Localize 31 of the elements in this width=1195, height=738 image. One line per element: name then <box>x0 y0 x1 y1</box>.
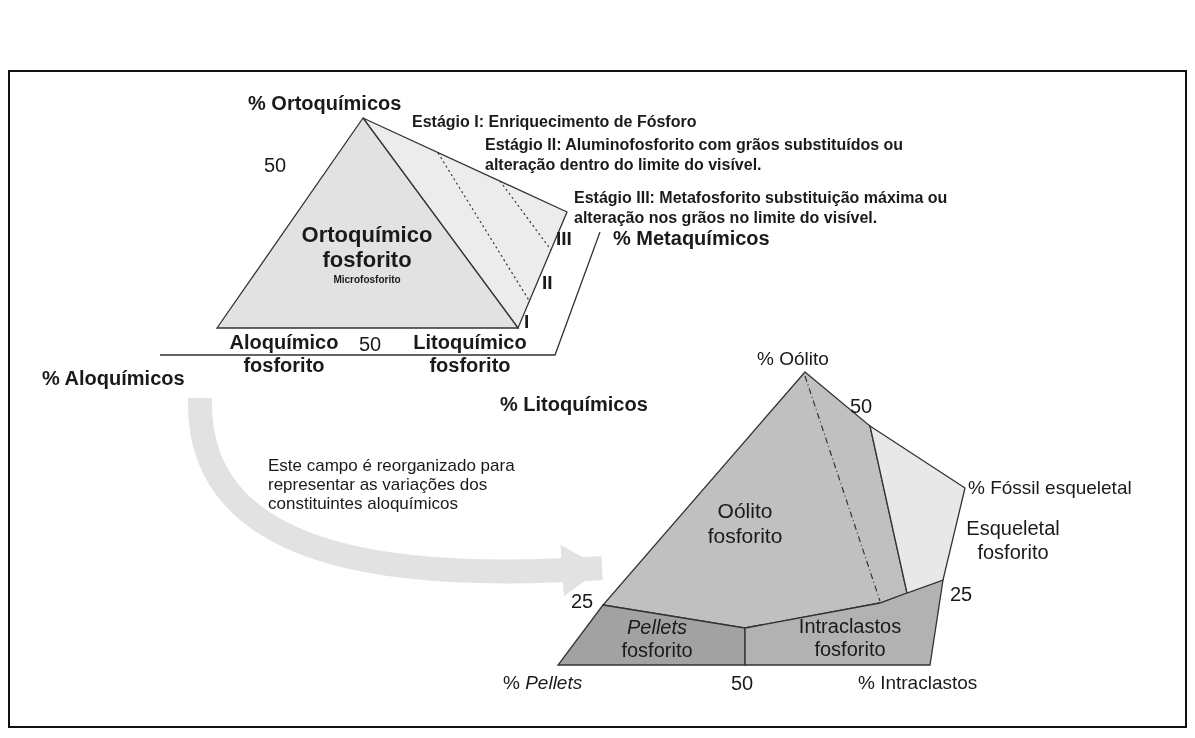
note-text: Este campo é reorganizado para representar as variações dos constituintes aloquímicos <box>268 456 516 513</box>
stage-numeral: III <box>556 228 572 250</box>
field-label: Esqueletal fosforito <box>965 516 1061 564</box>
axis-label: Estágio II: Aluminofosforito com grãos substituídos ou alteração dentro do limite do visível. <box>485 135 905 175</box>
axis-label: Aloquímico fosforito <box>228 331 340 377</box>
axis-label: % Fóssil esqueletal <box>968 477 1132 499</box>
axis-label: % Aloquímicos <box>42 367 185 390</box>
field-label: Pellets fosforito <box>620 616 694 662</box>
field-label: Microfosforito <box>332 274 402 286</box>
tick-value: 25 <box>950 583 973 606</box>
stage-numeral: I <box>524 311 530 333</box>
tick-value: 50 <box>359 333 382 356</box>
axis-label: % Oólito <box>757 348 829 370</box>
axis-label: Estágio III: Metafosforito substituição máxima ou alteração nos grãos no limite do visível. <box>574 188 949 228</box>
axis-label: % Litoquímicos <box>500 393 648 416</box>
axis-label: % Intraclastos <box>858 672 978 694</box>
tick-value: 50 <box>264 154 287 177</box>
curved-arrow <box>188 397 603 597</box>
field-label: Intraclastos fosforito <box>797 615 903 661</box>
stage-numeral: II <box>542 272 553 294</box>
axis-label: % Pellets <box>503 672 583 694</box>
axis-label: Litoquímico fosforito <box>412 331 528 377</box>
axis-label: % Ortoquímicos <box>248 92 402 115</box>
tick-value: 50 <box>731 672 754 695</box>
tick-value: 25 <box>571 590 594 613</box>
tick-value: 50 <box>850 395 873 418</box>
axis-label: % Metaquímicos <box>613 227 770 250</box>
axis-label: Estágio I: Enriquecimento de Fósforo <box>412 113 697 131</box>
field-label: Ortoquímico fosforito <box>300 222 434 272</box>
field-label: Oólito fosforito <box>706 498 784 548</box>
ternary-field <box>745 580 943 665</box>
